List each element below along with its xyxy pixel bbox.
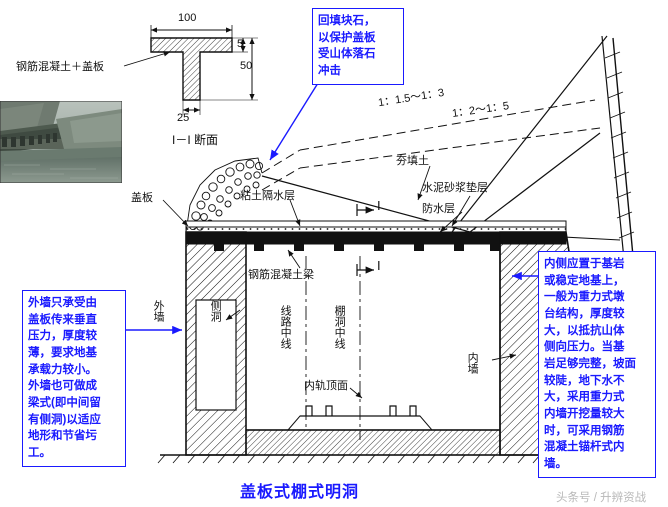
- dim-5: 5: [237, 38, 244, 50]
- label-shed-center: 棚洞中线: [333, 305, 346, 349]
- label-waterproof: 防水层: [422, 203, 455, 215]
- label-rc-plus-cover: 钢筋混凝土＋盖板: [16, 61, 104, 73]
- figure-title: 盖板式棚式明洞: [240, 484, 360, 501]
- label-side-hole: 侧洞: [209, 300, 222, 322]
- callout-inner-wall-text: 内侧应置于基岩 或稳定地基上， 一般为重力式墩 台结构，厚度较 大，以抵抗山体 …: [544, 258, 636, 471]
- label-cover-plate: 盖板: [131, 192, 153, 204]
- callout-backfill-text: 回填块石， 以保护盖板 受山体落石 冲击: [318, 15, 376, 78]
- dim-50: 50: [240, 60, 253, 72]
- label-outer-wall: 外墙: [152, 300, 165, 322]
- leader-lines: [162, 165, 517, 399]
- label-slope-1: 1：1.5～1：3: [377, 86, 446, 110]
- dim-25: 25: [177, 112, 190, 124]
- section-marks: [356, 204, 374, 276]
- callout-backfill: 回填块石， 以保护盖板 受山体落石 冲击: [312, 8, 404, 85]
- label-slope-2: 1：2～1：5: [451, 100, 510, 120]
- label-clay-layer: 粘土隔水层: [240, 190, 295, 202]
- section-mark-label-top: I: [377, 198, 381, 213]
- watermark: 头条号 / 升辨资战: [556, 492, 647, 504]
- label-compacted-fill: 夯填土: [396, 155, 429, 167]
- label-line-center: 线路中线: [279, 305, 292, 349]
- section-mark-label-bottom: I: [377, 258, 381, 273]
- tunnel-photo: [0, 101, 122, 183]
- label-inner-wall: 内墙: [466, 352, 479, 374]
- label-rail-top: 内轨顶面: [304, 380, 348, 392]
- dim-100: 100: [178, 12, 197, 24]
- callout-outer-wall-text: 外墙只承受由 盖板传来垂直 压力，厚度较 薄，要求地基 承载力较小。 外墙也可做…: [28, 297, 101, 460]
- label-rc-beam: 钢筋混凝土梁: [248, 269, 314, 281]
- callout-inner-wall: 内侧应置于基岩 或稳定地基上， 一般为重力式墩 台结构，厚度较 大，以抵抗山体 …: [538, 251, 656, 478]
- label-cement-mortar: 水泥砂浆垫层: [422, 182, 488, 194]
- section-caption: I－I 断面: [172, 133, 219, 147]
- callout-outer-wall: 外墙只承受由 盖板传来垂直 压力，厚度较 薄，要求地基 承载力较小。 外墙也可做…: [22, 290, 126, 467]
